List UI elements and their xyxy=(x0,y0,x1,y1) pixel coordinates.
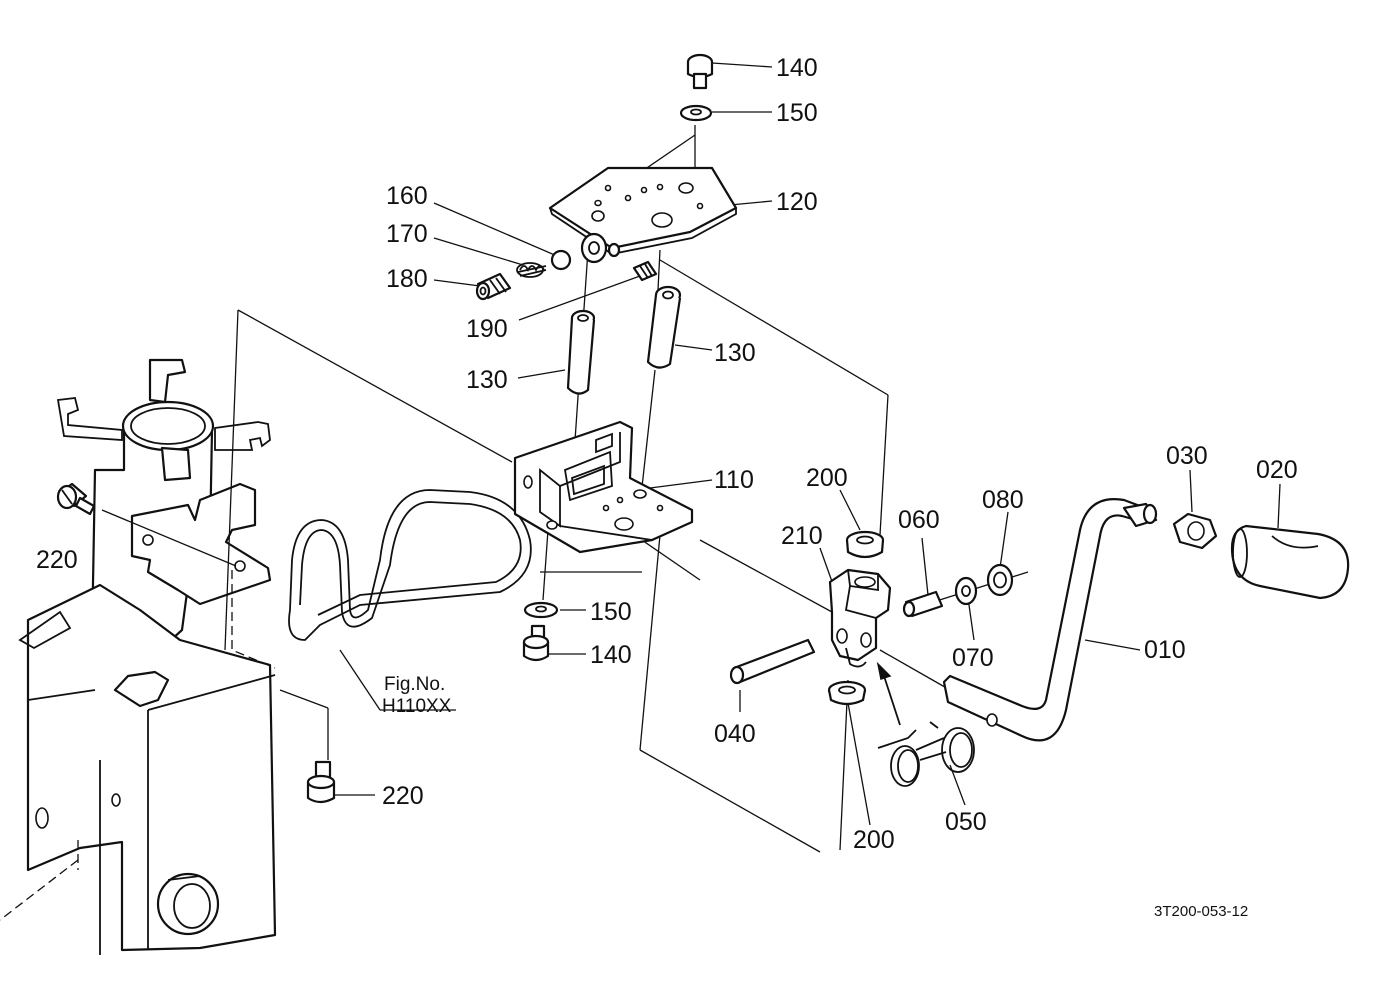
callout-040: 040 xyxy=(714,720,756,748)
callout-130-right: 130 xyxy=(714,339,756,367)
part-150-washer-top xyxy=(679,104,713,122)
part-150-washer-bottom xyxy=(523,601,559,619)
callout-160: 160 xyxy=(386,182,428,210)
steering-column-frame xyxy=(0,358,277,955)
callout-labels: 140 150 120 160 170 180 190 130 130 110 … xyxy=(36,54,1298,920)
part-200-bushing-upper xyxy=(845,530,885,559)
part-080-washer xyxy=(986,563,1014,597)
callout-150-top: 150 xyxy=(776,99,818,127)
drawing-code: 3T200-053-12 xyxy=(1154,903,1248,920)
callout-060: 060 xyxy=(898,506,940,534)
callout-170: 170 xyxy=(386,220,428,248)
part-120-top-plate xyxy=(548,166,738,264)
part-050-torsion-spring xyxy=(877,721,975,787)
callout-210: 210 xyxy=(781,522,823,550)
part-110-lower-bracket xyxy=(513,420,694,554)
callout-180: 180 xyxy=(386,265,428,293)
part-200-bushing-lower xyxy=(827,680,867,706)
callout-200-upper: 200 xyxy=(806,464,848,492)
callout-080: 080 xyxy=(982,486,1024,514)
part-140-bolt-top xyxy=(686,53,714,90)
callout-030: 030 xyxy=(1166,442,1208,470)
part-130-pin-left xyxy=(566,309,596,395)
guide-wire-loop xyxy=(288,489,532,641)
part-060-pin xyxy=(902,590,944,618)
part-010-shift-lever xyxy=(942,498,1158,742)
callout-220-lower: 220 xyxy=(382,782,424,810)
callout-140-top: 140 xyxy=(776,54,818,82)
part-130-pin-right xyxy=(646,285,682,369)
callout-020: 020 xyxy=(1256,456,1298,484)
callout-220-upper: 220 xyxy=(36,546,78,574)
part-020-grip-knob xyxy=(1230,524,1350,600)
callout-140-bottom: 140 xyxy=(590,641,632,669)
part-220-bolt-lower xyxy=(306,760,336,804)
callout-190: 190 xyxy=(466,315,508,343)
part-070-washer xyxy=(954,576,978,606)
callout-070: 070 xyxy=(952,644,994,672)
figure-ref-label: Fig.No. xyxy=(384,674,445,695)
part-210-shift-lever-hub xyxy=(828,568,892,668)
part-040-pin xyxy=(729,638,816,685)
figure-ref-number: H110XX xyxy=(382,696,452,717)
part-170-spring xyxy=(516,262,547,278)
part-140-bolt-bottom xyxy=(522,624,550,662)
callout-110: 110 xyxy=(714,466,754,494)
callout-010: 010 xyxy=(1144,636,1186,664)
part-180-plug xyxy=(475,272,512,301)
part-190-set-screw xyxy=(632,260,658,282)
part-220-bolt-upper xyxy=(56,482,96,516)
assembly-direction-arrow xyxy=(876,661,901,726)
callout-050: 050 xyxy=(945,808,987,836)
callout-200-lower: 200 xyxy=(853,826,895,854)
part-030-nut xyxy=(1172,512,1218,550)
part-160-ball xyxy=(550,249,572,271)
callout-150-bottom: 150 xyxy=(590,598,632,626)
callout-130-left: 130 xyxy=(466,366,508,394)
callout-120: 120 xyxy=(776,188,818,216)
